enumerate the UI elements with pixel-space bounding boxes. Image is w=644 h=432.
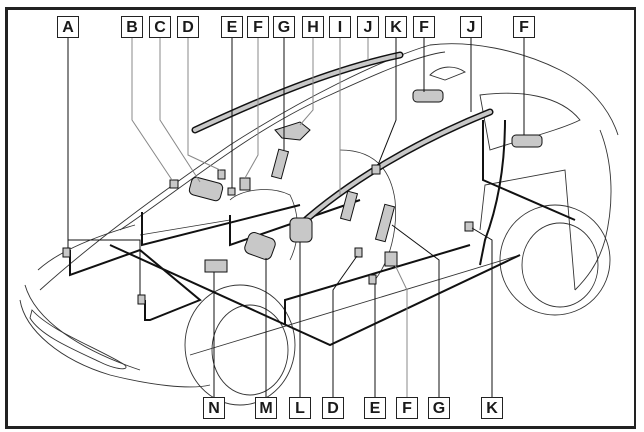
wiring-harness — [69, 119, 576, 347]
leader-D-bottom — [332, 255, 358, 398]
roof-inner-line — [119, 51, 446, 231]
sensor-D-bottom — [354, 247, 363, 258]
curtain-airbag-upper — [191, 51, 404, 134]
sensor-E-bottom — [368, 274, 377, 285]
callout-F-top-2: F — [413, 16, 435, 38]
leader-lines — [67, 38, 525, 398]
callout-E-top: E — [221, 16, 243, 38]
side-airbag-G-front — [270, 148, 290, 180]
front-lower-body — [24, 284, 141, 371]
harness-rear-pillar-2 — [479, 119, 506, 266]
airbag-L-driver-knee — [289, 217, 313, 243]
callout-H-top: H — [302, 16, 324, 38]
side-airbag-G-rear — [374, 203, 396, 243]
side-airbag-I — [339, 190, 359, 222]
front-wheel — [211, 304, 289, 396]
callout-D-top: D — [177, 16, 199, 38]
front-grille — [29, 309, 127, 370]
leader-B — [131, 38, 173, 181]
sensor-D-top — [217, 169, 226, 180]
front-wheel-arch — [184, 284, 296, 406]
leader-H — [299, 38, 314, 126]
leader-D-top — [187, 38, 221, 171]
sensor-A2 — [137, 294, 146, 305]
hood-line — [37, 224, 136, 271]
callout-A-top: A — [57, 16, 79, 38]
spoiler — [429, 66, 466, 81]
rear-body-side — [479, 169, 576, 291]
figure-frame — [5, 7, 636, 429]
front-bumper — [19, 299, 211, 388]
sensor-B — [169, 179, 179, 189]
harness-rear — [284, 244, 471, 325]
callout-M-bottom: M — [255, 397, 277, 419]
dash-outline — [139, 219, 231, 236]
wheels — [184, 204, 611, 406]
callout-E-bottom: E — [364, 397, 386, 419]
side-sill — [189, 254, 521, 356]
curtain-airbag-lower — [296, 108, 494, 229]
callout-F-top-1: F — [247, 16, 269, 38]
callout-C-top: C — [149, 16, 171, 38]
leader-A — [67, 38, 141, 295]
leader-K-top — [377, 38, 397, 166]
pretensioner-F-right — [511, 134, 543, 148]
components — [62, 89, 543, 305]
callout-G-top: G — [273, 16, 295, 38]
callout-I-top: I — [329, 16, 351, 38]
curtain-airbag-lower-fill — [298, 110, 492, 227]
airbag-M-steering — [244, 232, 276, 260]
airbag-C-passenger — [188, 176, 224, 202]
leader-C — [159, 38, 201, 183]
sensor-K-lower — [464, 221, 474, 232]
sensor-A1 — [62, 247, 71, 258]
leader-K-bottom — [471, 227, 493, 398]
callout-F-bottom: F — [396, 397, 418, 419]
pretensioner-F-rear — [384, 251, 398, 267]
ecu-N — [204, 259, 228, 273]
callout-L-bottom: L — [289, 397, 311, 419]
callout-D-bottom: D — [322, 397, 344, 419]
callout-B-top: B — [121, 16, 143, 38]
harness-center-floor — [109, 244, 521, 347]
pretensioner-F-upper-mid — [412, 89, 444, 103]
sensor-E-top — [227, 187, 236, 196]
car-body-outline — [19, 43, 619, 388]
harness-front-main — [69, 248, 202, 321]
callout-N-bottom: N — [203, 397, 225, 419]
sensor-K-upper — [371, 164, 381, 175]
callout-K-top: K — [385, 16, 407, 38]
curtain-airbags — [191, 51, 494, 229]
callout-G-bottom: G — [428, 397, 450, 419]
harness-rear-pillar — [482, 120, 576, 221]
leader-F1 — [244, 38, 259, 179]
callout-J-top-2: J — [460, 16, 482, 38]
curtain-airbag-upper-fill — [193, 53, 402, 132]
leader-F-bottom — [394, 264, 408, 398]
rear-wheel — [521, 222, 599, 308]
callout-J-top-1: J — [357, 16, 379, 38]
leader-G-bottom — [391, 224, 440, 398]
interior-outline — [139, 149, 396, 281]
airbag-H-knee — [274, 121, 311, 141]
callout-K-bottom: K — [481, 397, 503, 419]
rear-wheel-arch — [499, 204, 611, 316]
pretensioner-F-front — [239, 177, 251, 191]
harness-front-loop — [141, 204, 301, 247]
callout-F-top-3: F — [513, 16, 535, 38]
rear-pillar — [574, 129, 612, 291]
